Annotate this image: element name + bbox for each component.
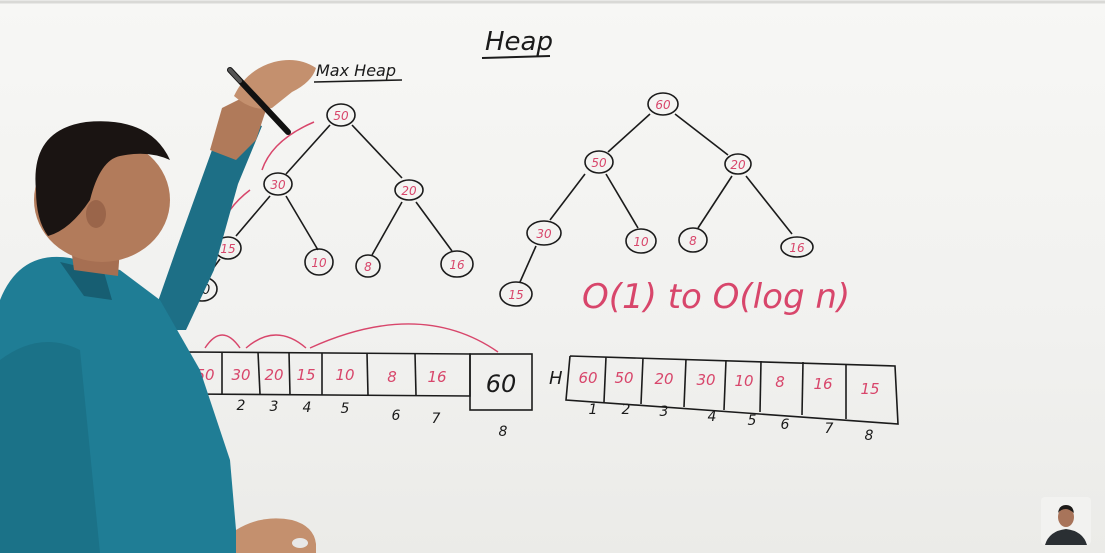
complexity-text: O(1) to O(log n) — [582, 277, 850, 317]
svg-text:20: 20 — [730, 158, 746, 172]
right-node-60: 60 — [647, 92, 679, 116]
svg-text:6: 6 — [781, 417, 790, 433]
left-node-15: 15 — [214, 236, 242, 260]
right-cell-4: 30 — [696, 371, 715, 389]
right-cell-1: 60 — [578, 369, 597, 387]
right-node-15: 15 — [499, 281, 533, 307]
svg-text:8: 8 — [364, 260, 372, 274]
svg-text:5: 5 — [748, 413, 757, 429]
left-node-8: 8 — [355, 254, 381, 278]
left-cell-4: 15 — [296, 366, 315, 384]
left-cell-5: 10 — [335, 366, 354, 384]
right-array — [565, 355, 899, 425]
right-node-20: 20 — [724, 153, 752, 175]
left-tree: 50 30 20 15 10 8 — [186, 103, 474, 302]
svg-text:30: 30 — [536, 227, 552, 241]
svg-text:2: 2 — [237, 398, 246, 414]
right-cell-5: 10 — [734, 372, 753, 390]
right-cell-8: 15 — [860, 380, 879, 398]
instructor-thumbnail — [1041, 497, 1091, 545]
left-array-values: 50 30 20 15 10 8 16 60 — [195, 366, 516, 398]
left-cell-8: 60 — [486, 370, 517, 398]
svg-text:60: 60 — [655, 98, 671, 112]
left-array-indices: 1 2 3 4 5 6 7 8 — [200, 398, 508, 440]
right-node-10: 10 — [625, 228, 657, 254]
right-array-values: 60 50 20 30 10 8 16 15 — [578, 369, 879, 398]
left-tree-edges — [205, 124, 453, 279]
left-cell-7: 16 — [427, 368, 446, 386]
left-node-30: 30 — [263, 172, 293, 196]
svg-text:4: 4 — [708, 409, 717, 425]
right-cell-2: 50 — [614, 369, 633, 387]
svg-text:1: 1 — [589, 402, 598, 418]
left-cell-3: 20 — [264, 366, 283, 384]
svg-text:5: 5 — [341, 401, 350, 417]
svg-text:10: 10 — [633, 235, 649, 249]
left-node-20: 20 — [394, 179, 424, 201]
svg-text:8: 8 — [689, 234, 697, 248]
svg-text:8: 8 — [865, 428, 874, 444]
svg-text:2: 2 — [622, 402, 631, 418]
svg-text:50: 50 — [591, 156, 607, 170]
svg-text:30: 30 — [270, 178, 286, 192]
right-node-30: 30 — [526, 220, 562, 246]
svg-text:7: 7 — [825, 421, 834, 437]
svg-text:6: 6 — [392, 408, 401, 424]
right-cell-3: 20 — [654, 370, 673, 388]
svg-text:15: 15 — [220, 242, 235, 256]
svg-text:1: 1 — [200, 398, 209, 414]
svg-text:8: 8 — [499, 424, 508, 440]
right-cell-6: 8 — [775, 373, 785, 391]
right-tree: 60 50 20 30 10 8 — [499, 92, 814, 307]
left-node-10: 10 — [304, 248, 334, 276]
svg-text:10: 10 — [311, 256, 327, 270]
left-array-swap-arcs — [204, 323, 499, 353]
left-cell-1: 50 — [195, 366, 214, 384]
svg-text:3: 3 — [660, 404, 669, 420]
svg-text:16: 16 — [449, 258, 465, 272]
svg-text:4: 4 — [303, 400, 312, 416]
svg-text:16: 16 — [789, 241, 805, 255]
right-array-label: H — [549, 368, 563, 389]
svg-text:60: 60 — [194, 283, 211, 298]
svg-text:50: 50 — [333, 109, 349, 123]
max-heap-label: Max Heap — [316, 61, 396, 80]
right-cell-7: 16 — [813, 375, 832, 393]
board-title: Heap — [485, 27, 553, 57]
svg-text:7: 7 — [432, 411, 441, 427]
left-node-60: 60 — [186, 276, 218, 302]
svg-text:3: 3 — [270, 399, 279, 415]
right-array-indices: 1 2 3 4 5 6 7 8 — [589, 402, 874, 444]
svg-text:15: 15 — [508, 288, 523, 302]
left-cell-2: 30 — [231, 366, 250, 384]
right-node-50: 50 — [584, 150, 614, 174]
right-tree-edges — [519, 113, 793, 283]
right-node-16: 16 — [780, 236, 814, 258]
left-node-16: 16 — [440, 250, 474, 278]
left-array-label: H — [168, 362, 182, 383]
left-cell-6: 8 — [387, 368, 397, 386]
svg-text:20: 20 — [401, 184, 417, 198]
right-node-8: 8 — [678, 227, 708, 253]
left-node-50: 50 — [326, 103, 356, 127]
